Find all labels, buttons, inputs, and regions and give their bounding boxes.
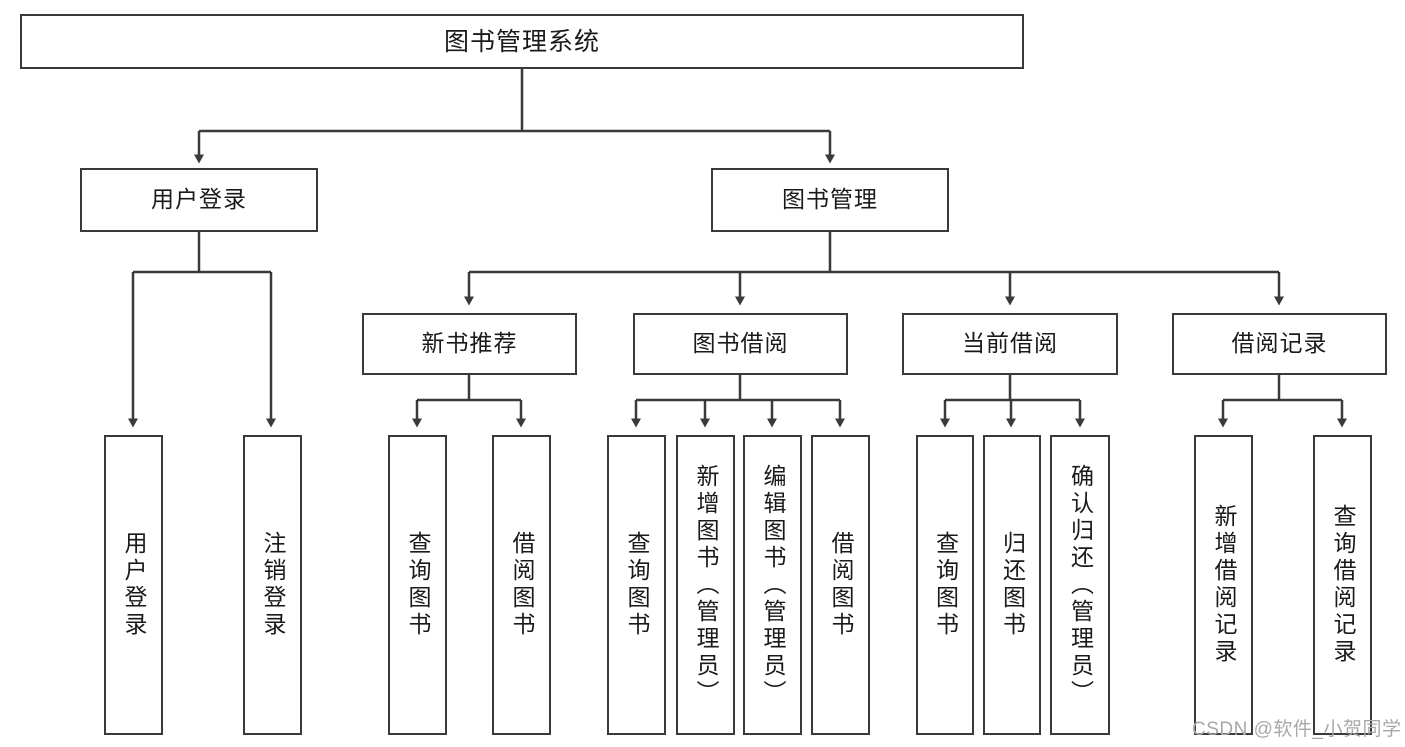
- node-label: 用户登录: [151, 186, 247, 213]
- leaf-borrow-add-book-admin[interactable]: 新增图书（管理员）: [676, 435, 735, 735]
- node-label: 借阅记录: [1231, 330, 1328, 357]
- leaf-recommend-query-book[interactable]: 查询图书: [388, 435, 447, 735]
- leaf-user-login-logout[interactable]: 注销登录: [243, 435, 302, 735]
- node-user-login[interactable]: 用户登录: [80, 168, 318, 232]
- node-book-management[interactable]: 图书管理: [711, 168, 949, 232]
- leaf-current-confirm-return-admin[interactable]: 确认归还（管理员）: [1050, 435, 1110, 735]
- node-current-borrow[interactable]: 当前借阅: [902, 313, 1118, 375]
- node-label: 借阅图书: [828, 531, 854, 639]
- node-label: 查询图书: [932, 531, 959, 639]
- node-label: 图书管理: [782, 186, 878, 213]
- leaf-borrow-edit-book-admin[interactable]: 编辑图书（管理员）: [743, 435, 802, 735]
- node-label: 借阅图书: [509, 531, 535, 639]
- node-label: 当前借阅: [962, 330, 1058, 357]
- node-borrow-record[interactable]: 借阅记录: [1172, 313, 1387, 375]
- node-new-book-recommend[interactable]: 新书推荐: [362, 313, 577, 375]
- node-root-system[interactable]: 图书管理系统: [20, 14, 1024, 69]
- leaf-borrow-query-book[interactable]: 查询图书: [607, 435, 666, 735]
- leaf-record-query-borrow-record[interactable]: 查询借阅记录: [1313, 435, 1372, 735]
- node-label: 确认归还（管理员）: [1067, 463, 1094, 707]
- node-label: 用户登录: [121, 531, 147, 639]
- node-book-borrow[interactable]: 图书借阅: [633, 313, 848, 375]
- node-label: 归还图书: [999, 531, 1026, 639]
- node-label: 新增借阅记录: [1211, 504, 1237, 666]
- node-label: 注销登录: [260, 531, 286, 639]
- node-label: 编辑图书（管理员）: [760, 463, 786, 707]
- leaf-current-return-book[interactable]: 归还图书: [983, 435, 1041, 735]
- node-label: 查询图书: [624, 531, 650, 639]
- node-label: 新增图书（管理员）: [693, 463, 719, 707]
- node-label: 查询借阅记录: [1330, 504, 1356, 666]
- node-label: 图书借阅: [692, 330, 789, 357]
- leaf-user-login-login[interactable]: 用户登录: [104, 435, 163, 735]
- node-label: 新书推荐: [421, 330, 518, 357]
- node-label: 图书管理系统: [443, 27, 600, 56]
- leaf-recommend-borrow-book[interactable]: 借阅图书: [492, 435, 551, 735]
- watermark-text: CSDN @软件_小贺同学: [1192, 719, 1402, 740]
- node-label: 查询图书: [405, 531, 431, 639]
- leaf-record-add-borrow-record[interactable]: 新增借阅记录: [1194, 435, 1253, 735]
- leaf-current-query-book[interactable]: 查询图书: [916, 435, 974, 735]
- leaf-borrow-borrow-book[interactable]: 借阅图书: [811, 435, 870, 735]
